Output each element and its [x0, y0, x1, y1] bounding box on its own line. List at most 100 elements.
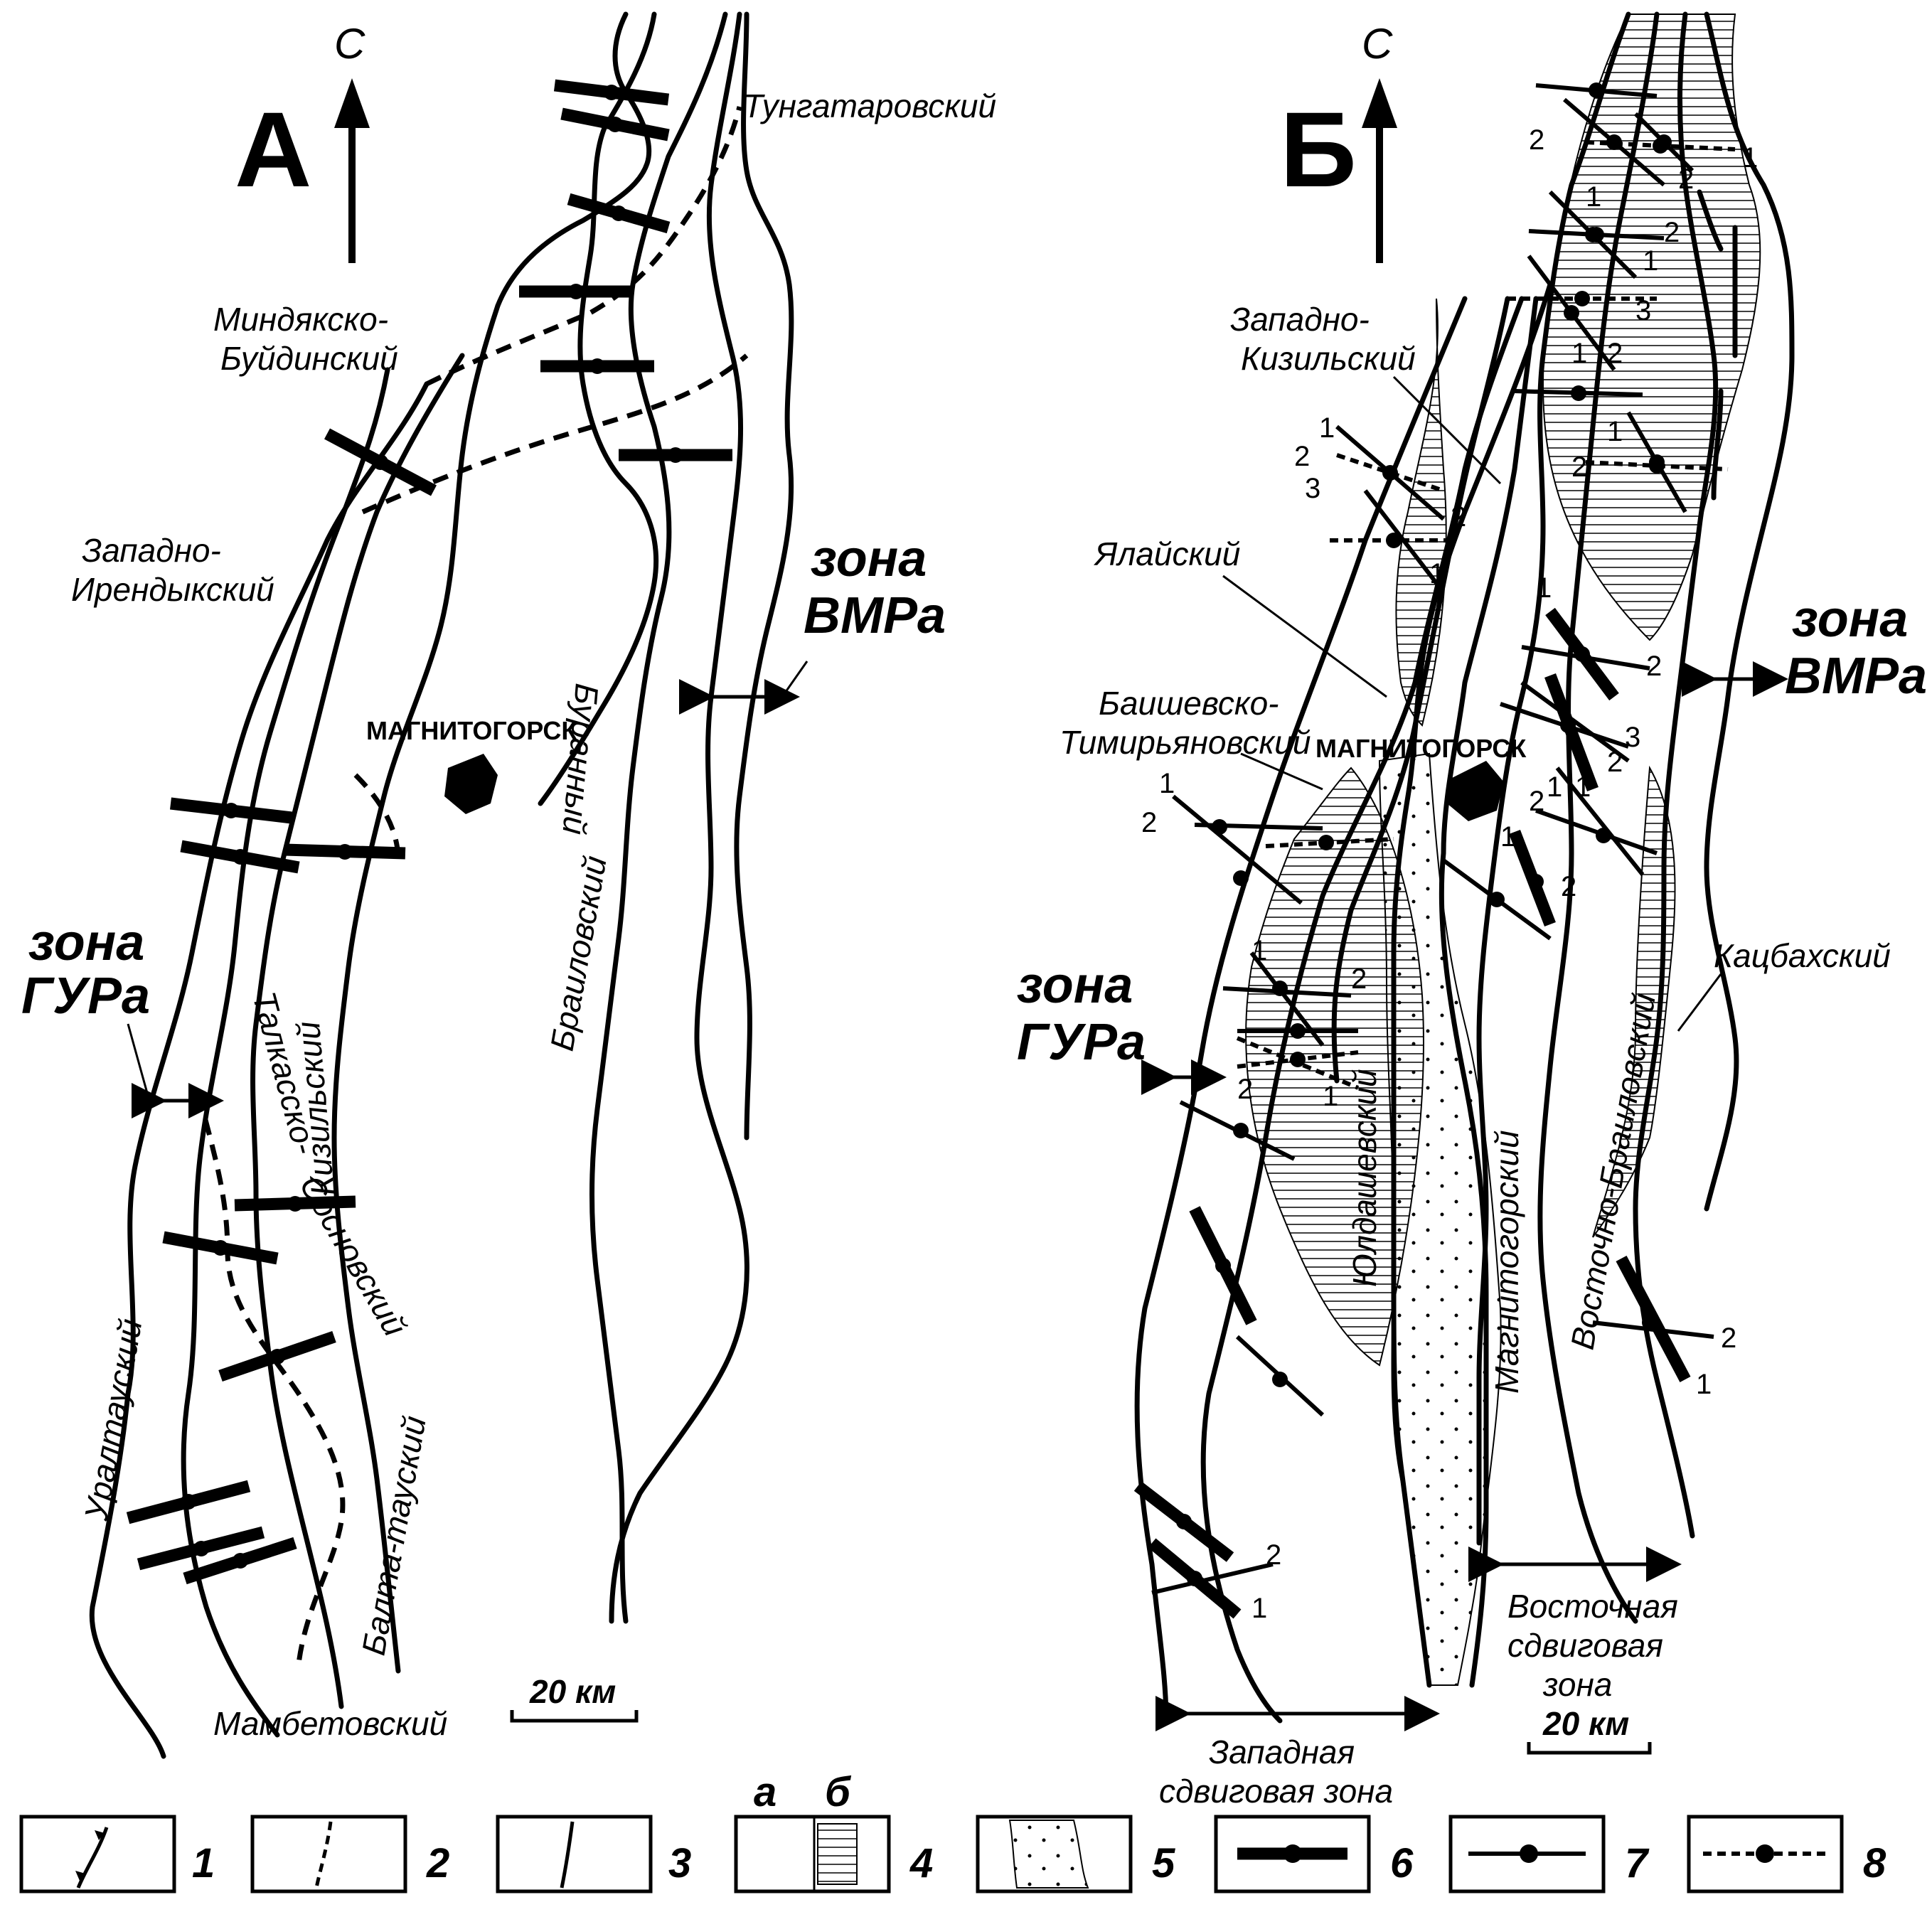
fault-b-east-2 [1537, 11, 1660, 1624]
label-mambet: Мамбетовский [213, 1705, 447, 1742]
svg-text:1: 1 [1251, 935, 1267, 966]
svg-text:2: 2 [1294, 441, 1310, 472]
svg-text:2: 2 [1678, 164, 1694, 195]
svg-text:1: 1 [1575, 771, 1591, 803]
zone-gura-a-2: ГУРа [21, 968, 150, 1025]
zone-gura-b-1: зона [1017, 957, 1133, 1014]
fault-b-short [1697, 189, 1738, 501]
label-yuldash: Юлдашевский [1346, 1069, 1383, 1287]
fault-b-magn [1391, 282, 1553, 1688]
label-brailov: Браиловский [543, 853, 614, 1054]
fault-buran [538, 11, 659, 806]
fault-brailov [589, 11, 728, 1624]
svg-text:1: 1 [1429, 558, 1445, 589]
svg-text:8: 8 [1863, 1840, 1886, 1886]
marker-list-a [126, 79, 732, 1585]
fault-east-vmra [734, 11, 794, 1141]
svg-text:1: 1 [1547, 771, 1562, 803]
svg-text:1: 1 [1571, 338, 1587, 369]
svg-text:1: 1 [1251, 1593, 1267, 1624]
panel-a: А С [21, 11, 996, 1759]
shear-east-2: сдвиговая [1507, 1627, 1663, 1664]
svg-text:7: 7 [1625, 1840, 1650, 1886]
svg-text:2: 2 [1141, 807, 1157, 838]
leader-w-kizil [1392, 375, 1502, 485]
svg-text:2: 2 [1351, 963, 1367, 995]
svg-text:2: 2 [1721, 1323, 1736, 1354]
svg-text:2: 2 [426, 1840, 449, 1886]
panel-b: Б С [1017, 11, 1927, 1810]
svg-text:2: 2 [1607, 747, 1623, 778]
fault-dashed-talkas [196, 1094, 346, 1665]
scale-label-b: 20 км [1542, 1705, 1629, 1742]
svg-text:3: 3 [1635, 295, 1651, 326]
legend-item-4: а б 4 [734, 1769, 933, 1893]
city-marker-icon [1447, 761, 1504, 821]
svg-text:2: 2 [1646, 651, 1662, 682]
svg-text:1: 1 [1536, 572, 1552, 604]
svg-text:2: 2 [1529, 786, 1544, 817]
svg-text:4: 4 [909, 1840, 933, 1886]
label-yalai: Ялайский [1093, 535, 1240, 572]
legend-item-2: 2 [250, 1815, 449, 1893]
label-tungatar: Тунгатаровский [743, 87, 996, 124]
svg-text:2: 2 [1607, 338, 1623, 369]
fault-b-east-4 [1704, 11, 1795, 1212]
svg-text:1: 1 [1742, 142, 1758, 173]
svg-text:2: 2 [1266, 1539, 1281, 1571]
svg-text:2: 2 [1561, 871, 1576, 902]
zone-vmra-b-2: ВМРа [1785, 648, 1927, 705]
shear-west-2: сдвиговая зона [1159, 1773, 1393, 1810]
fault-west-irendyk [89, 381, 429, 1759]
scale-bar-b [1527, 1742, 1652, 1755]
north-arrow-icon [1362, 78, 1397, 263]
legend: 1 2 3 а б 4 5 [19, 1769, 1886, 1893]
fault-b-east-1 [1476, 11, 1631, 1546]
city-label-a: МАГНИТОГОРСК [366, 716, 577, 745]
label-w-irendyk-2: Ирендыкский [71, 571, 274, 608]
svg-text:1: 1 [1643, 245, 1658, 277]
shear-east-3: зона [1542, 1666, 1612, 1703]
svg-text:б: б [825, 1769, 852, 1815]
label-uraltau: Уралтауский [77, 1316, 149, 1524]
legend-item-3: 3 [496, 1815, 691, 1893]
zone-gura-a-1: зона [28, 914, 144, 971]
label-balta: Балта-тауский [355, 1413, 433, 1657]
label-w-kizil-2: Кизильский [1241, 340, 1416, 377]
zone-gura-b-2: ГУРа [1017, 1014, 1146, 1071]
shear-west-1: Западная [1209, 1734, 1355, 1770]
panel-b-letter: Б [1280, 90, 1357, 209]
label-kaczbakh: Кацбахский [1714, 937, 1891, 974]
scale-label-a: 20 км [529, 1673, 616, 1710]
label-talkas-2: Сосновский [292, 1169, 414, 1342]
svg-text:1: 1 [1500, 821, 1516, 853]
legend-item-8: 8 [1687, 1815, 1886, 1893]
zone-vmra-leader-a [781, 661, 808, 698]
label-mindyak-1: Миндякско- [213, 301, 388, 338]
fault-tungatar [609, 11, 749, 1624]
svg-text:1: 1 [1696, 1369, 1712, 1400]
number-labels-b: 2 1 2 1 2 1 3 1 2 1 2 1 2 3 2 1 1 2 3 2 … [1141, 124, 1758, 1624]
svg-text:1: 1 [1607, 416, 1623, 447]
svg-text:2: 2 [1571, 452, 1587, 483]
svg-text:1: 1 [1319, 412, 1335, 444]
svg-text:2: 2 [1529, 124, 1544, 156]
svg-text:а: а [754, 1769, 776, 1815]
label-w-kizil-1: Западно- [1230, 301, 1370, 338]
label-magnit: Магнитогорский [1488, 1130, 1525, 1394]
svg-text:5: 5 [1152, 1840, 1175, 1886]
svg-text:1: 1 [1586, 181, 1601, 213]
leader-kaczbakh [1677, 973, 1722, 1032]
svg-text:1: 1 [1159, 768, 1175, 799]
fault-talkas [250, 353, 465, 1709]
svg-text:2: 2 [1451, 501, 1466, 533]
panel-b-north-label: С [1362, 20, 1393, 68]
hatched-area-east [1592, 765, 1676, 1238]
zone-vmra-a-2: ВМРа [804, 587, 946, 644]
svg-text:6: 6 [1390, 1840, 1414, 1886]
scale-bar-a [510, 1710, 639, 1723]
svg-text:3: 3 [1625, 722, 1640, 753]
panel-a-north-label: С [334, 20, 365, 68]
svg-text:3: 3 [1305, 473, 1320, 504]
